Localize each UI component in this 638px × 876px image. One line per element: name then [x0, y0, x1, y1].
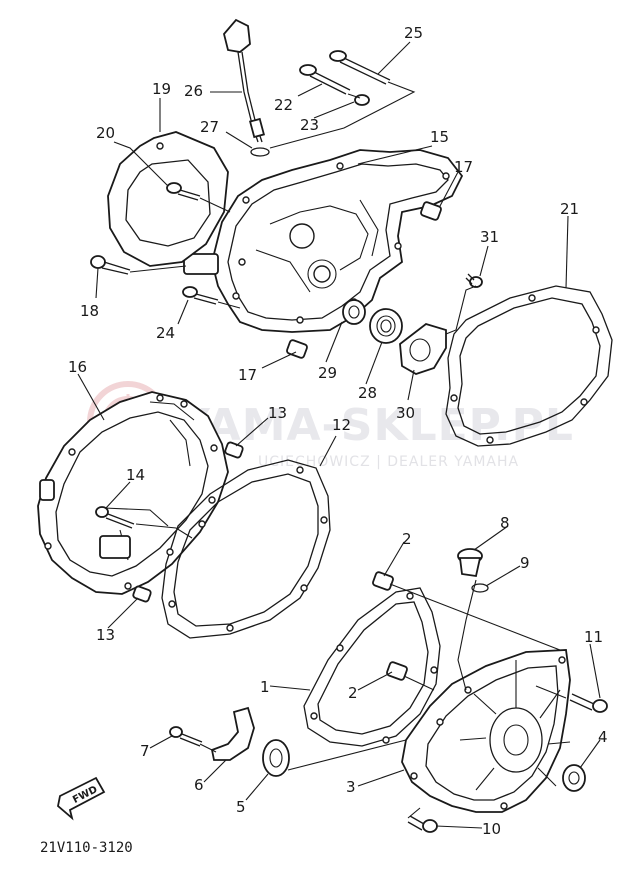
callout-29: 29 [318, 364, 337, 382]
screw-7 [169, 726, 203, 747]
fwd-arrow: FWD [57, 776, 106, 821]
callout-2b: 2 [348, 684, 358, 702]
callout-25: 25 [404, 24, 423, 42]
callout-6: 6 [194, 776, 204, 794]
callout-22: 22 [274, 96, 293, 114]
assembly-lines [129, 81, 567, 819]
bolt-18 [90, 255, 131, 275]
callout-30: 30 [396, 404, 415, 422]
dowel-pin-2b [386, 661, 408, 681]
oil-filler-plug-8 [457, 548, 483, 578]
bolt-24 [182, 286, 219, 305]
screw-10 [407, 815, 438, 833]
gasket-1 [303, 587, 441, 747]
oil-seal-4 [562, 764, 586, 792]
long-bolt-22 [299, 64, 351, 95]
diagram-code: 21V110-3120 [40, 840, 133, 856]
callout-18: 18 [80, 302, 99, 320]
callout-3: 3 [346, 778, 356, 796]
callout-12: 12 [332, 416, 351, 434]
bearing-retainer-30 [399, 323, 447, 375]
watermark-text: YAMA-SKLEP.PL [177, 400, 574, 451]
callout-17b: 17 [238, 366, 257, 384]
callout-14: 14 [126, 466, 145, 484]
gasket-12 [161, 459, 331, 639]
oil-seal-5 [262, 739, 290, 777]
dowel-pin-17a [420, 201, 442, 221]
callout-2a: 2 [402, 530, 412, 548]
crankcase-half-16 [37, 391, 229, 595]
callout-7: 7 [140, 742, 150, 760]
callout-19: 19 [152, 80, 171, 98]
dowel-pin-17b [286, 339, 308, 359]
gasket-21 [445, 285, 613, 447]
bolt-11 [569, 693, 608, 713]
o-ring-9 [471, 583, 489, 593]
callout-13a: 13 [268, 404, 287, 422]
cover-plate [107, 131, 229, 267]
callout-27: 27 [200, 118, 219, 136]
clutch-cover-3 [401, 649, 571, 813]
callout-24: 24 [156, 324, 175, 342]
o-ring-27 [250, 147, 270, 157]
callout-17a: 17 [454, 158, 473, 176]
callout-leaders [77, 41, 601, 829]
dipstick [223, 18, 266, 143]
callout-4: 4 [598, 728, 608, 746]
callout-15: 15 [430, 128, 449, 146]
callout-16: 16 [68, 358, 87, 376]
callout-21: 21 [560, 200, 579, 218]
watermark-subtext: UCIECHOWICZ | DEALER YAMAHA [258, 454, 519, 470]
screw-31 [465, 273, 483, 288]
dowel-pin-13a [224, 441, 244, 459]
callout-9: 9 [520, 554, 530, 572]
callout-26: 26 [184, 82, 203, 100]
callout-11: 11 [584, 628, 603, 646]
bolt-14 [95, 506, 135, 529]
callout-23: 23 [300, 116, 319, 134]
oil-seal-29 [342, 299, 366, 325]
callout-1: 1 [260, 678, 270, 696]
callout-31: 31 [480, 228, 499, 246]
callout-5: 5 [236, 798, 246, 816]
callout-8: 8 [500, 514, 510, 532]
callout-13b: 13 [96, 626, 115, 644]
callout-28: 28 [358, 384, 377, 402]
callout-labels: 25 26 19 22 20 27 23 15 17 21 31 18 24 1… [68, 24, 608, 838]
bearing-28 [369, 308, 403, 344]
callout-20: 20 [96, 124, 115, 142]
bolt-20 [166, 182, 201, 201]
long-bolt-25 [329, 50, 391, 85]
dowel-pin-2a [372, 571, 394, 591]
watermark: YAMA-SKLEP.PL UCIECHOWICZ | DEALER YAMAH… [87, 381, 574, 470]
callout-10: 10 [482, 820, 501, 838]
crankcase-cover-left [183, 149, 464, 333]
bracket-6 [210, 706, 255, 761]
dowel-pin-13b [132, 585, 152, 603]
